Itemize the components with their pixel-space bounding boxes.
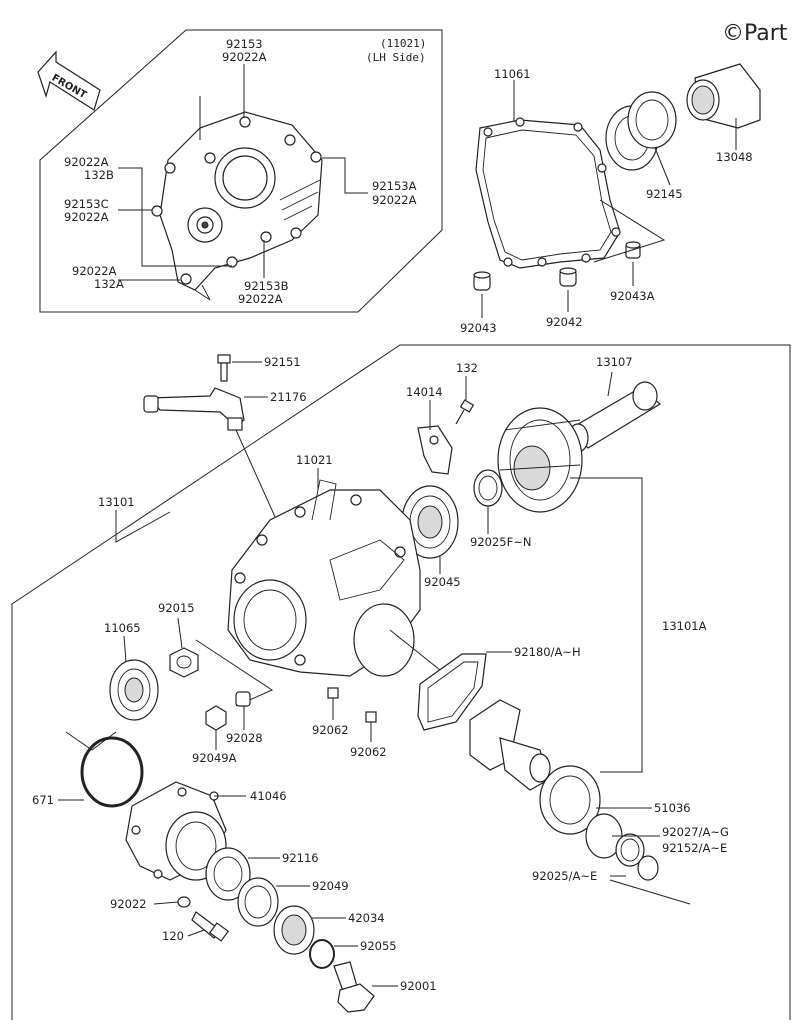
label-92045: 92045 [424, 575, 461, 589]
label-92049a: 92049A [192, 751, 237, 765]
label-92022a-right1: 92022A [372, 193, 417, 207]
plug-92062a [327, 687, 339, 699]
label-92049: 92049 [312, 879, 349, 893]
label-13101a: 13101A [662, 619, 707, 633]
label-41046: 41046 [250, 789, 287, 803]
label-14014: 14014 [406, 385, 443, 399]
label-11061: 11061 [494, 67, 531, 81]
washer-92025ae [637, 855, 659, 881]
gear-13107 [497, 381, 662, 513]
label-21176: 21176 [270, 390, 307, 404]
label-671: 671 [32, 793, 54, 807]
dowel-92043 [473, 271, 491, 291]
label-92025fn: 92025F~N [470, 535, 531, 549]
label-92025ae: 92025/A~E [532, 869, 597, 883]
label-92055: 92055 [360, 939, 397, 953]
label-92152: 92152/A~E [662, 841, 727, 855]
oring-671 [80, 736, 144, 808]
sensor-21176 [143, 387, 245, 431]
label-92153a: 92153A [372, 179, 417, 193]
label-92027: 92027/A~G [662, 825, 729, 839]
label-132a: 132A [94, 277, 124, 291]
gasket-92180 [417, 653, 487, 731]
gasket-11061 [475, 117, 621, 269]
label-92028: 92028 [226, 731, 263, 745]
label-92062a: 92062 [312, 723, 349, 737]
label-120: 120 [162, 929, 184, 943]
seal-92116 [205, 847, 251, 901]
inset-leaders [118, 64, 368, 281]
front-arrow-icon: FRONT [37, 50, 101, 111]
label-92180: 92180/A~H [514, 645, 581, 659]
label-92022a-left3: 92022A [72, 264, 117, 278]
label-11065: 11065 [104, 621, 141, 635]
label-51036: 51036 [654, 801, 691, 815]
label-92022: 92022 [110, 897, 147, 911]
label-92022a-left2: 92022A [64, 210, 109, 224]
lh-side-cover [151, 111, 323, 301]
label-92042: 92042 [546, 315, 583, 329]
dowel-92042 [559, 267, 577, 287]
nut-92015 [169, 647, 199, 678]
label-92116: 92116 [282, 851, 319, 865]
label-92062b: 92062 [350, 745, 387, 759]
label-92043: 92043 [460, 321, 497, 335]
label-13107: 13107 [596, 355, 633, 369]
label-92153c: 92153C [64, 197, 109, 211]
label-92001: 92001 [400, 979, 437, 993]
label-13048: 13048 [716, 150, 753, 164]
label-132: 132 [456, 361, 478, 375]
label-92145: 92145 [646, 187, 683, 201]
label-92022a-left1: 92022A [64, 155, 109, 169]
housing-11021 [227, 479, 421, 677]
seal-92049 [237, 877, 279, 927]
washer-92022 [177, 896, 191, 908]
bolt-132 [455, 399, 475, 425]
label-92022a-top: 92022A [222, 50, 267, 64]
label-92153-top: 92153 [226, 37, 263, 51]
label-132b: 132B [84, 168, 114, 182]
inset-side-label: (LH Side) [366, 51, 426, 64]
bearing-92145 [605, 91, 677, 171]
bolt-92001 [333, 961, 375, 1013]
inset-frame [39, 29, 443, 313]
washer-92025fn [473, 469, 503, 507]
bearing-42034 [273, 905, 315, 955]
bolt-92151 [217, 354, 231, 382]
label-42034: 42034 [348, 911, 385, 925]
bearing-11065 [109, 659, 159, 721]
label-11021: 11021 [296, 453, 333, 467]
oring-92055 [309, 939, 335, 969]
label-92151: 92151 [264, 355, 301, 369]
bolt-120 [191, 911, 230, 942]
sleeve-13048 [686, 63, 761, 129]
label-92153b: 92153B [244, 279, 289, 293]
bearing-51036 [539, 765, 601, 835]
label-13101: 13101 [98, 495, 135, 509]
label-92043a: 92043A [610, 289, 655, 303]
plug-92062b [365, 711, 377, 723]
inset-ref-label: (11021) [380, 37, 426, 50]
dowel-92043a [625, 241, 641, 259]
main-frame [11, 344, 791, 1020]
dowel-92028 [235, 691, 251, 707]
label-92015: 92015 [158, 601, 195, 615]
pinion-gear [469, 699, 551, 791]
shim-92152 [615, 833, 645, 867]
nut-92049a [205, 705, 227, 731]
bracket-14014 [417, 425, 453, 475]
copyright-text: ©Part [722, 21, 788, 46]
label-92022a-bottom: 92022A [238, 292, 283, 306]
